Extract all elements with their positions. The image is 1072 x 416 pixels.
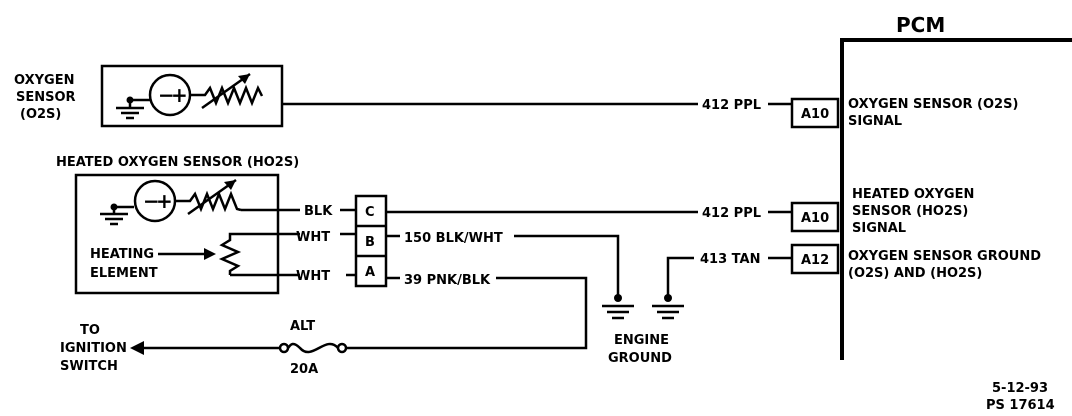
ho2s-wire-label: BLK xyxy=(304,204,333,219)
heated-oxygen-sensor: HEATED OXYGEN SENSOR (HO2S) − + HEATING … xyxy=(56,155,299,295)
pcm-module: PCM OXYGEN SENSOR (O2S) SIGNAL HEATED OX… xyxy=(840,13,1072,360)
fuse-rating: 20A xyxy=(290,362,318,377)
ho2s-wire-label: WHT xyxy=(296,230,330,245)
pcm-outline xyxy=(840,38,1072,360)
pcm-pin-a12: A12 xyxy=(790,243,840,275)
wire-label: 150 BLK/WHT xyxy=(404,231,503,246)
o2s-label: (O2S) xyxy=(20,107,61,122)
pcm-pin-label: OXYGEN SENSOR (O2S) xyxy=(848,97,1018,112)
wire-label: 39 PNK/BLK xyxy=(404,273,491,288)
engine-ground-label: ENGINE xyxy=(614,333,669,348)
connector-pin: C xyxy=(365,205,375,220)
ignition-label: TO xyxy=(80,323,100,338)
pcm-pin-label: SIGNAL xyxy=(852,221,906,236)
heating-element-label: ELEMENT xyxy=(90,266,158,281)
arrow-icon xyxy=(130,341,144,355)
heating-element-label: HEATING xyxy=(90,247,154,262)
wire-label: 413 TAN xyxy=(700,252,760,267)
wire-413-tan xyxy=(666,256,694,296)
wire-150-blk-wht xyxy=(514,234,620,296)
pcm-pin-label: (O2S) AND (HO2S) xyxy=(848,266,982,281)
o2s-label: SENSOR xyxy=(16,90,76,105)
heating-element-resistor-icon xyxy=(218,236,242,275)
svg-text:A10: A10 xyxy=(801,107,829,122)
wire-39-pnk-blk xyxy=(346,276,588,350)
pcm-pin-label: HEATED OXYGEN xyxy=(852,187,974,202)
harness-connector: C B A xyxy=(354,194,388,288)
fuse-icon xyxy=(278,342,348,354)
pcm-pin-a10-ho2s: A10 xyxy=(790,201,840,233)
pcm-title: PCM xyxy=(896,13,945,37)
ground-icon xyxy=(652,294,684,320)
svg-text:A12: A12 xyxy=(801,253,829,268)
oxygen-sensor: OXYGEN SENSOR (O2S) − + xyxy=(14,64,284,128)
ground-icon xyxy=(602,294,634,320)
ho2s-wire-label: WHT xyxy=(296,269,330,284)
svg-text:−: − xyxy=(158,83,175,107)
wire-label: 412 PPL xyxy=(702,206,761,221)
pcm-pin-label: OXYGEN SENSOR GROUND xyxy=(848,249,1041,264)
svg-text:+: + xyxy=(156,189,173,213)
o2s-box xyxy=(100,64,284,128)
footer-date: 5-12-93 xyxy=(992,381,1048,396)
variable-resistor-icon xyxy=(190,84,264,107)
pcm-pin-label: SENSOR (HO2S) xyxy=(852,204,968,219)
svg-text:A10: A10 xyxy=(801,211,829,226)
ignition-label: SWITCH xyxy=(60,359,118,374)
variable-resistor-icon xyxy=(175,190,242,213)
o2s-label: OXYGEN xyxy=(14,73,74,88)
engine-ground-label: GROUND xyxy=(608,351,672,366)
ignition-label: IGNITION xyxy=(60,341,127,356)
footer-code: PS 17614 xyxy=(986,398,1055,413)
wire-label: 412 PPL xyxy=(702,98,761,113)
ho2s-title: HEATED OXYGEN SENSOR (HO2S) xyxy=(56,155,299,170)
svg-text:+: + xyxy=(171,83,188,107)
arrow-icon xyxy=(204,248,216,260)
pcm-pin-label: SIGNAL xyxy=(848,114,902,129)
connector-pin: A xyxy=(365,265,375,280)
pcm-pin-a10-o2s: A10 xyxy=(790,97,840,129)
svg-text:−: − xyxy=(143,189,160,213)
fuse-name: ALT xyxy=(290,319,315,334)
connector-pin: B xyxy=(365,235,375,250)
